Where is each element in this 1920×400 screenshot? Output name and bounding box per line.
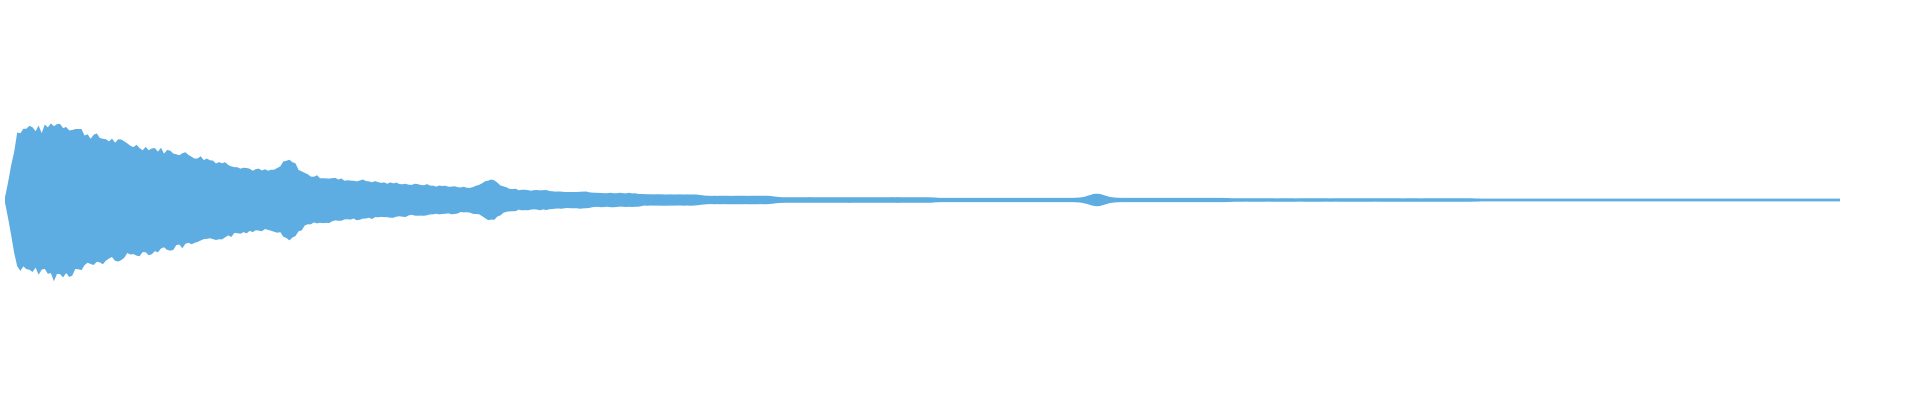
waveform-shape	[5, 123, 1840, 282]
